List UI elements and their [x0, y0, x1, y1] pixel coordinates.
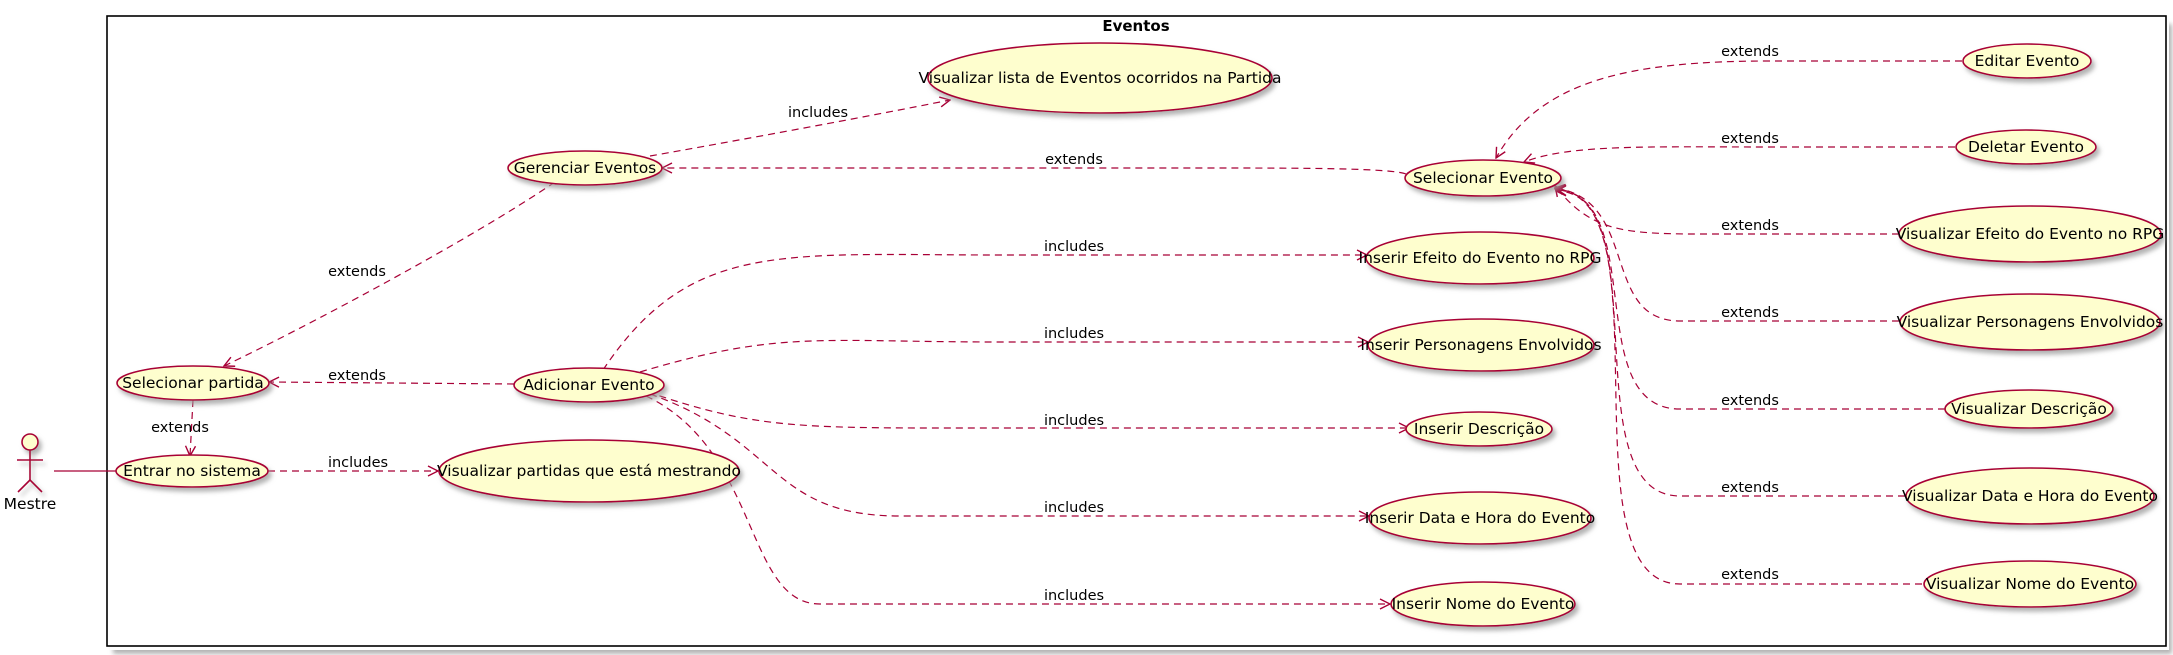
relation-label: extends — [1721, 305, 1779, 321]
usecase-entrar-no-sistema[interactable]: Entrar no sistema — [115, 454, 269, 488]
relation-label: includes — [1044, 413, 1104, 429]
relation-adicionar-selpartida — [269, 382, 515, 384]
usecase-label: Inserir Nome do Evento — [1392, 595, 1575, 613]
relation-selevento-gerenciar — [662, 168, 1407, 175]
relation-label: includes — [788, 105, 848, 121]
relation-label: extends — [151, 420, 209, 436]
usecase-label: Visualizar lista de Eventos ocorridos na… — [919, 69, 1282, 87]
usecase-label: Gerenciar Eventos — [514, 159, 657, 177]
relation-adicionar-efeito — [602, 254, 1367, 371]
usecase-label: Deletar Evento — [1968, 138, 2084, 156]
relation-visnome-selevento — [1556, 191, 1922, 585]
package-title: Eventos — [1102, 17, 1169, 35]
relation-vispers-selevento — [1555, 188, 1899, 322]
usecase-label: Visualizar Descrição — [1951, 400, 2107, 418]
usecase-label: Visualizar Efeito do Evento no RPG — [1896, 225, 2165, 243]
relation-adicionar-data — [649, 393, 1369, 516]
relation-visefeito-selevento — [1555, 186, 1899, 235]
usecase-label: Selecionar partida — [122, 374, 264, 392]
usecase-label: Visualizar Nome do Evento — [1926, 575, 2134, 593]
relation-label: extends — [1721, 567, 1779, 583]
relation-editar-selevento — [1496, 60, 1962, 158]
relation-label: includes — [1044, 326, 1104, 342]
usecase-selecionar-evento[interactable]: Selecionar Evento — [1404, 159, 1562, 197]
usecase-label: Visualizar Data e Hora do Evento — [1902, 487, 2158, 505]
relation-label: includes — [328, 455, 388, 471]
usecase-label: Adicionar Evento — [523, 376, 654, 394]
usecase-label: Inserir Personagens Envolvidos — [1360, 336, 1601, 354]
usecase-gerenciar-eventos[interactable]: Gerenciar Eventos — [507, 150, 663, 186]
relation-label: includes — [1044, 239, 1104, 255]
relation-label: extends — [1721, 218, 1779, 234]
usecase-label: Editar Evento — [1975, 52, 2080, 70]
usecase-label: Entrar no sistema — [123, 462, 261, 480]
relation-gerenciar-vislista — [649, 100, 950, 157]
usecase-inserir-descricao[interactable]: Inserir Descrição — [1405, 411, 1553, 447]
relation-selpartida-entrar — [190, 399, 193, 456]
usecase-visualizar-descricao[interactable]: Visualizar Descrição — [1944, 389, 2114, 429]
relation-adicionar-pers — [639, 340, 1368, 373]
usecase-inserir-efeito[interactable]: Inserir Efeito do Evento no RPG — [1359, 231, 1602, 285]
relation-label: extends — [1721, 393, 1779, 409]
relation-deletar-selevento — [1524, 146, 1955, 162]
relation-label: includes — [1044, 588, 1104, 604]
usecase-label: Visualizar Personagens Envolvidos — [1897, 313, 2164, 331]
relation-label: extends — [1721, 44, 1779, 60]
relation-label: extends — [1721, 480, 1779, 496]
relation-adicionar-nome — [645, 395, 1390, 604]
usecase-label: Inserir Descrição — [1414, 420, 1544, 438]
relation-label: extends — [1045, 152, 1103, 168]
relation-label: extends — [328, 264, 386, 280]
package-eventos: Eventos — [106, 15, 2169, 650]
usecase-editar-evento[interactable]: Editar Evento — [1962, 43, 2092, 79]
usecase-visualizar-nome[interactable]: Visualizar Nome do Evento — [1923, 560, 2137, 608]
usecase-selecionar-partida[interactable]: Selecionar partida — [116, 365, 270, 401]
relation-label: extends — [1721, 131, 1779, 147]
usecase-inserir-personagens[interactable]: Inserir Personagens Envolvidos — [1360, 318, 1602, 372]
usecase-label: Visualizar partidas que está mestrando — [437, 462, 741, 480]
usecase-inserir-nome[interactable]: Inserir Nome do Evento — [1390, 581, 1576, 627]
usecase-visualizar-partidas[interactable]: Visualizar partidas que está mestrando — [437, 439, 741, 503]
usecase-visualizar-efeito[interactable]: Visualizar Efeito do Evento no RPG — [1896, 205, 2165, 263]
usecase-visualizar-data-hora[interactable]: Visualizar Data e Hora do Evento — [1902, 467, 2158, 525]
usecase-label: Selecionar Evento — [1413, 169, 1553, 187]
actor-mestre[interactable] — [17, 433, 43, 493]
usecase-label: Inserir Efeito do Evento no RPG — [1359, 249, 1602, 267]
relation-label: extends — [328, 368, 386, 384]
usecase-deletar-evento[interactable]: Deletar Evento — [1955, 129, 2097, 165]
usecase-adicionar-evento[interactable]: Adicionar Evento — [513, 367, 665, 403]
usecase-inserir-data-hora[interactable]: Inserir Data e Hora do Evento — [1365, 491, 1595, 545]
usecase-visualizar-lista-eventos[interactable]: Visualizar lista de Eventos ocorridos na… — [919, 42, 1282, 114]
relation-label: includes — [1044, 500, 1104, 516]
actor-label: Mestre — [4, 495, 57, 513]
usecase-label: Inserir Data e Hora do Evento — [1365, 509, 1595, 527]
relation-gerenciar-selpartida — [224, 181, 556, 366]
usecase-visualizar-personagens[interactable]: Visualizar Personagens Envolvidos — [1897, 293, 2164, 351]
